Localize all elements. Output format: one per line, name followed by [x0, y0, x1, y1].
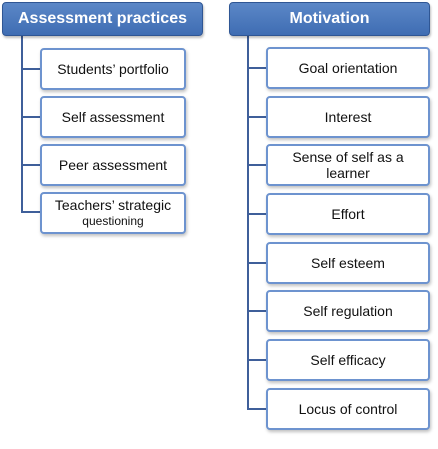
right-branch-line [247, 262, 267, 264]
self-esteem-box: Self esteem [266, 242, 430, 284]
right-branch-line [247, 359, 267, 361]
sense-of-self-box: Sense of self as a learner [266, 144, 430, 186]
interest-box: Interest [266, 96, 430, 138]
locus-of-control-box: Locus of control [266, 388, 430, 430]
right-branch-line [247, 408, 267, 410]
self-regulation-box: Self regulation [266, 290, 430, 332]
left-branch-line [21, 164, 41, 166]
teachers-strategic-questioning-box: Teachers’ strategic questioning [40, 192, 186, 234]
right-branch-line [247, 310, 267, 312]
assessment-practices-header: Assessment practices [2, 2, 203, 36]
questioning-label: questioning [82, 214, 144, 228]
goal-orientation-box: Goal orientation [266, 47, 430, 89]
right-branch-line [247, 67, 267, 69]
effort-box: Effort [266, 193, 430, 235]
motivation-header: Motivation [229, 2, 430, 36]
right-branch-line [247, 164, 267, 166]
peer-assessment-box: Peer assessment [40, 144, 186, 186]
right-branch-line [247, 116, 267, 118]
teachers-strategic-label: Teachers’ strategic [54, 197, 172, 213]
self-assessment-box: Self assessment [40, 96, 186, 138]
students-portfolio-box: Students’ portfolio [40, 48, 186, 90]
right-trunk-line [247, 36, 249, 410]
left-branch-line [21, 68, 41, 70]
left-branch-line [21, 116, 41, 118]
self-efficacy-box: Self efficacy [266, 339, 430, 381]
left-branch-line [21, 211, 41, 213]
right-branch-line [247, 213, 267, 215]
left-trunk-line [21, 36, 23, 213]
